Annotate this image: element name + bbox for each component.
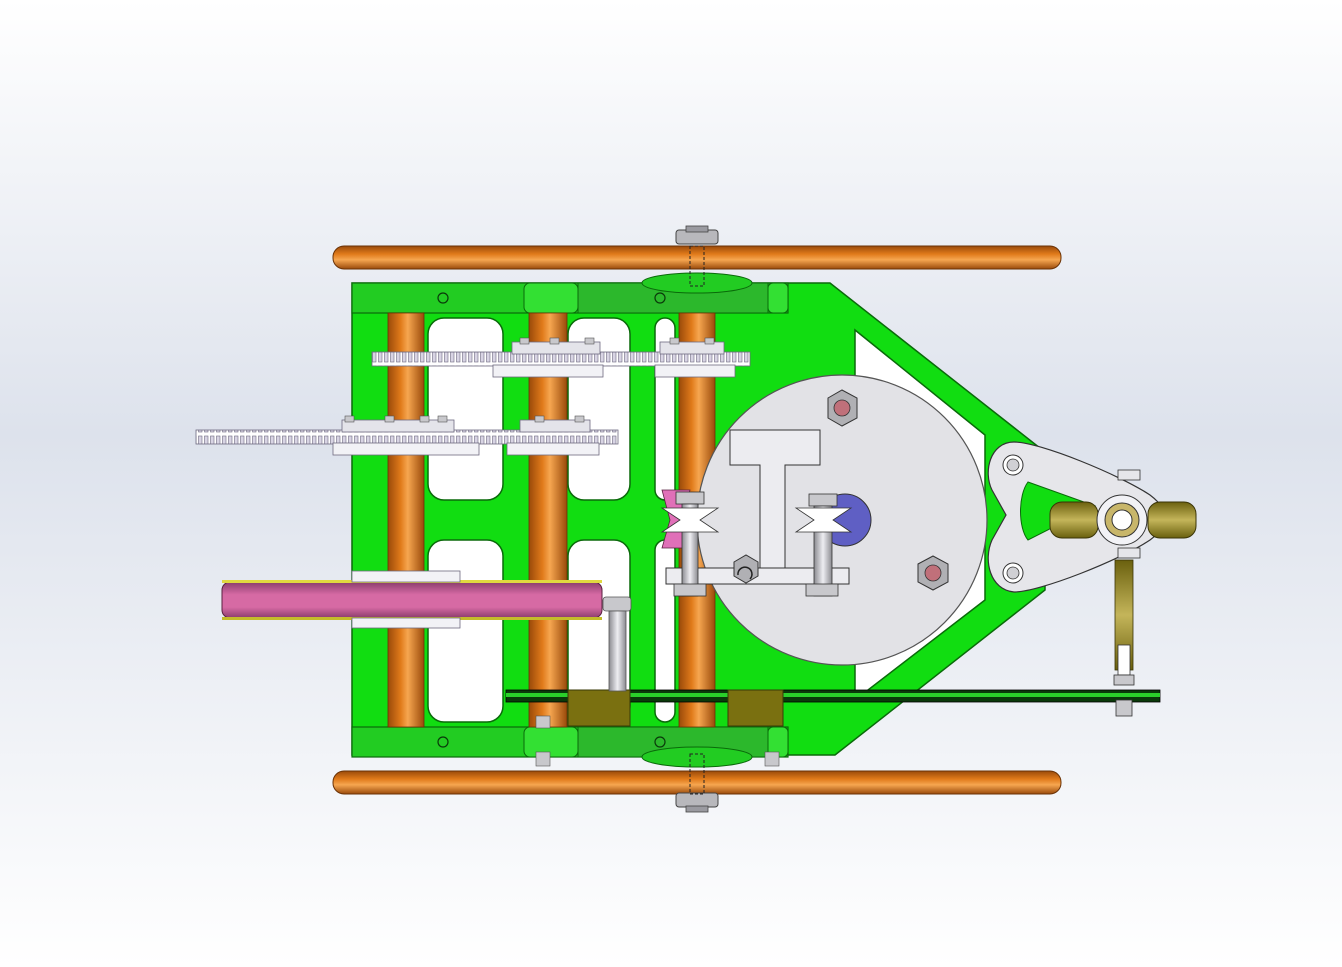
rod-2 bbox=[528, 312, 568, 728]
bottom-rail bbox=[332, 770, 1062, 795]
rod-1 bbox=[387, 312, 425, 728]
pulley-icon[interactable] bbox=[221, 570, 603, 629]
disc-icon[interactable] bbox=[665, 374, 988, 666]
nut-icon bbox=[733, 389, 949, 591]
bolt-icon bbox=[794, 493, 853, 597]
side-rod bbox=[1113, 559, 1135, 717]
clip-icon bbox=[737, 566, 753, 580]
bolt-icon bbox=[535, 596, 780, 767]
nut-icon bbox=[675, 225, 719, 813]
gear-icon[interactable] bbox=[195, 337, 751, 456]
orange-rail-icon[interactable] bbox=[332, 245, 1062, 795]
pink-pulley bbox=[221, 581, 603, 619]
bearing-icon[interactable] bbox=[1049, 494, 1197, 546]
roller-icon bbox=[660, 489, 720, 597]
top-rail bbox=[332, 245, 1062, 270]
guide-bar bbox=[505, 689, 1161, 727]
